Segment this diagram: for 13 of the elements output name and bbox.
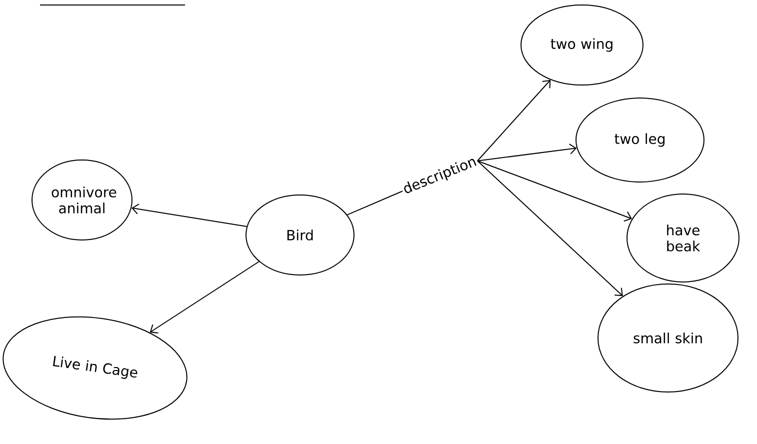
arrow	[476, 160, 623, 296]
arrow	[476, 160, 632, 222]
arrow	[476, 80, 551, 162]
bubble: two leg	[576, 98, 704, 182]
bubble: two wing	[520, 4, 644, 86]
arrow	[476, 144, 577, 162]
arrow	[132, 204, 248, 227]
bubble: omnivore animal	[32, 160, 132, 240]
arrow	[150, 261, 260, 334]
bubble: Bird	[246, 194, 354, 276]
bubble: have beak	[626, 194, 740, 282]
bubble: small skin	[598, 284, 738, 392]
bubble: Live in Cage	[2, 316, 188, 420]
